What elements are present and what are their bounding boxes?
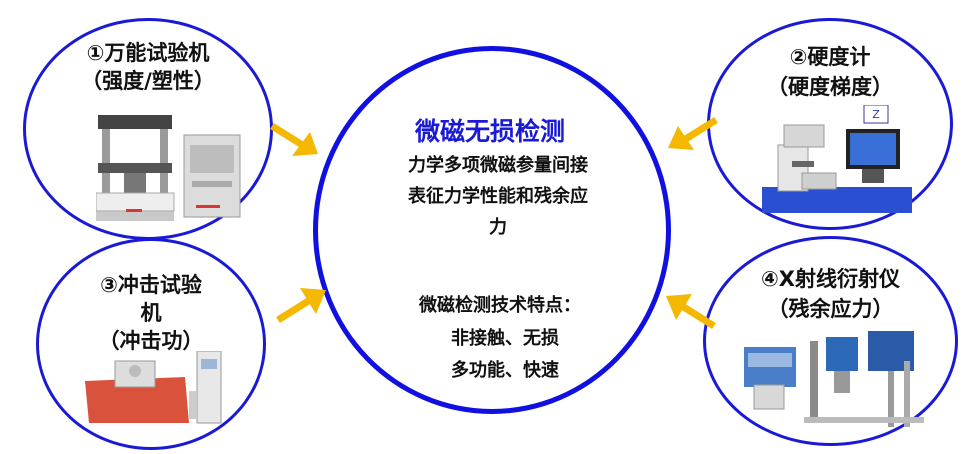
node-xray-diffractometer: ④X射线衍射仪 （残余应力） [703, 236, 958, 446]
node-2-title: ②硬度计 [789, 45, 871, 69]
arrow-from-xray-diffractometer [666, 294, 716, 329]
arrow-from-hardness-tester [668, 117, 718, 150]
center-circle [313, 46, 671, 414]
hardness-tester-image: Z [762, 105, 912, 213]
node-3-subtitle: （冲击功） [98, 329, 204, 353]
impact-testing-machine-image [85, 351, 222, 424]
node-3-title: ③冲击试验 [100, 273, 202, 297]
node-3-title-cont: 机 [140, 301, 162, 325]
node-universal-testing-machine: ①万能试验机 （强度/塑性） [23, 18, 273, 240]
xray-diffractometer-image [744, 331, 924, 427]
svg-text:Z: Z [872, 108, 880, 121]
node-2-subtitle: （硬度梯度） [767, 75, 893, 99]
node-4-subtitle: （残余应力） [767, 297, 894, 321]
center-description: 力学多项微磁参量间接 表征力学性能和残余应 力 [368, 150, 628, 243]
center-desc-line-1: 力学多项微磁参量间接 [408, 155, 588, 176]
node-impact-testing-machine: ③冲击试验 机 （冲击功） [36, 238, 266, 450]
node-4-title: ④X射线衍射仪 [761, 267, 900, 291]
node-1-title: ①万能试验机 [86, 41, 210, 65]
feature-1: 非接触、无损 [451, 328, 559, 349]
node-hardness-tester: ②硬度计 （硬度梯度） Z [707, 18, 953, 230]
arrow-from-universal-testing-machine [270, 123, 318, 156]
feature-2: 多功能、快速 [451, 360, 559, 381]
center-title: 微磁无损检测 [414, 117, 565, 146]
node-1-subtitle: （强度/塑性） [81, 69, 215, 93]
features-title: 微磁检测技术特点： [419, 295, 581, 316]
arrow-from-impact-testing-machine [276, 288, 326, 323]
center-desc-line-2: 表征力学性能和残余应 [408, 186, 588, 207]
center-desc-line-3: 力 [489, 217, 507, 238]
universal-testing-machine-image [96, 115, 241, 221]
